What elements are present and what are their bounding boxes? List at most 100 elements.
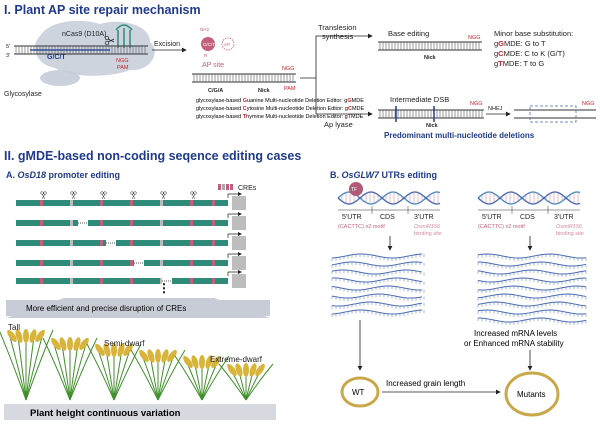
increased-grain-label: Increased grain length [386,379,465,388]
wt-grain [340,376,380,408]
utr-helix-right [477,191,581,205]
rice-plant [130,349,186,401]
semi-dwarf-label: Semi-dwarf [104,339,145,348]
editor-line-t: glycosylase-based Thymine Multi-nucleoti… [196,114,364,120]
ngg-label-mid: NGG [282,66,295,72]
nh2-label: NH2 [200,27,209,32]
banner-text: More efficient and precise disruption of… [26,304,186,313]
gct-circle-label: G/C/T [203,42,215,47]
dna-duplex-mid [192,73,296,83]
gct-label: G/C/T [47,54,66,61]
sgrna-hairpin [117,28,131,48]
utr5-left: 5'UTR [342,214,362,221]
utr-labels-right [478,206,580,214]
cre-mark [70,200,73,206]
promoter-bars [16,191,246,288]
cre-mark [160,200,163,206]
cre-mark [100,278,103,284]
cds-right: CDS [520,214,535,221]
mrna-stack-left [331,253,425,317]
minor-g: gGMDE: G to T [494,39,546,48]
ellipsis-label: ⋮ [158,281,170,295]
gene-box [232,256,246,270]
editor-definitions: glycosylase-based Guanine Multi-nucleoti… [196,98,365,120]
cre-mark [70,240,73,246]
dna-dsb [378,106,484,122]
glycosylase-blob [40,70,80,86]
promoter-bar [16,240,228,246]
tf-blob [349,182,363,196]
cre-mark [160,220,163,226]
base-editing-label: Base editing [388,29,429,38]
increased-mrna-label: Increased mRNA levels [474,329,557,338]
motif-left: (CACTTC) x2 motif [338,224,385,230]
wt-label: WT [352,388,365,397]
rice-plant [0,329,54,401]
minor-t: gTMDE: T to G [494,59,544,68]
extreme-dwarf-label: Extreme-dwarf [210,355,263,364]
nick-label-mid: Nick [258,88,271,94]
cre-mark [190,200,193,206]
pam-label-left: PAM [117,65,129,71]
cre-mark [100,260,103,266]
cga-label: C/G/A [208,88,223,94]
cres-label: CREs [238,185,257,192]
dna-base-editing [378,41,482,51]
minor-title: Minor base substitution: [494,29,573,38]
utr-helix-left [337,191,441,205]
plant-height-label: Plant height continuous variation [30,408,181,419]
mir-right-1: OsmiR156 [556,224,583,230]
cre-mark [190,260,193,266]
cre-mark [130,260,133,266]
cre-mark [190,240,193,246]
mir-left-1: OsmiR156 [414,224,441,230]
tf-label: TF [351,187,357,193]
mrna-stack-right [477,253,587,325]
plant-height-banner [4,404,276,420]
ap-site-label: AP site [202,62,224,69]
enhanced-mrna-label: or Enhanced mRNA stability [464,339,564,348]
five-prime-left: 5' [6,44,10,50]
editor-line-c: glycosylase-based Cytosine Multi-nucleot… [196,106,365,112]
cre-mark [190,220,193,226]
rice-plant [218,363,274,401]
cre-mark [40,260,43,266]
ngg-label-base: NGG [468,35,481,41]
predominant-label: Predominant multi-nucleotide deletions [384,131,535,140]
cre-mark [70,220,73,226]
cre-mark [130,200,133,206]
cre-mark [100,200,103,206]
glycosylase-label: Glycosylase [4,91,42,98]
ngg-label-left: NGG [116,58,129,64]
cre-mark [40,278,43,284]
cres-legend [218,184,233,190]
minor-c: gCMDE: C to K (G/T) [494,49,565,58]
cre-mark [40,200,43,206]
cre-mark [212,200,215,206]
cre-mark [40,220,43,226]
scissors-icon [104,35,115,46]
gene-box [232,236,246,250]
intermediate-dsb-label: Intermediate DSB [390,95,449,104]
rice-plants [0,329,274,401]
ngg-label-del: NGG [582,101,595,107]
three-prime-left: 3' [6,53,10,59]
panel-b-title: B. OsGLW7 UTRs editing [330,170,437,180]
cre-mark [212,240,215,246]
rice-plant [174,355,230,401]
promoter-bar [16,260,228,266]
cre-mark [70,278,73,284]
cre-mark [160,240,163,246]
cre-mark [190,278,193,284]
cre-mark [212,260,215,266]
cre-mark [70,260,73,266]
promoter-bar [16,278,228,284]
gene-box [232,274,246,288]
rice-plant [42,337,98,401]
mutant-grain [504,371,560,417]
cre-mark [160,278,163,284]
ap-circle-label: AP [224,42,230,47]
synthesis-label: synthesis [322,32,354,41]
pam-label-mid: PAM [284,86,296,92]
